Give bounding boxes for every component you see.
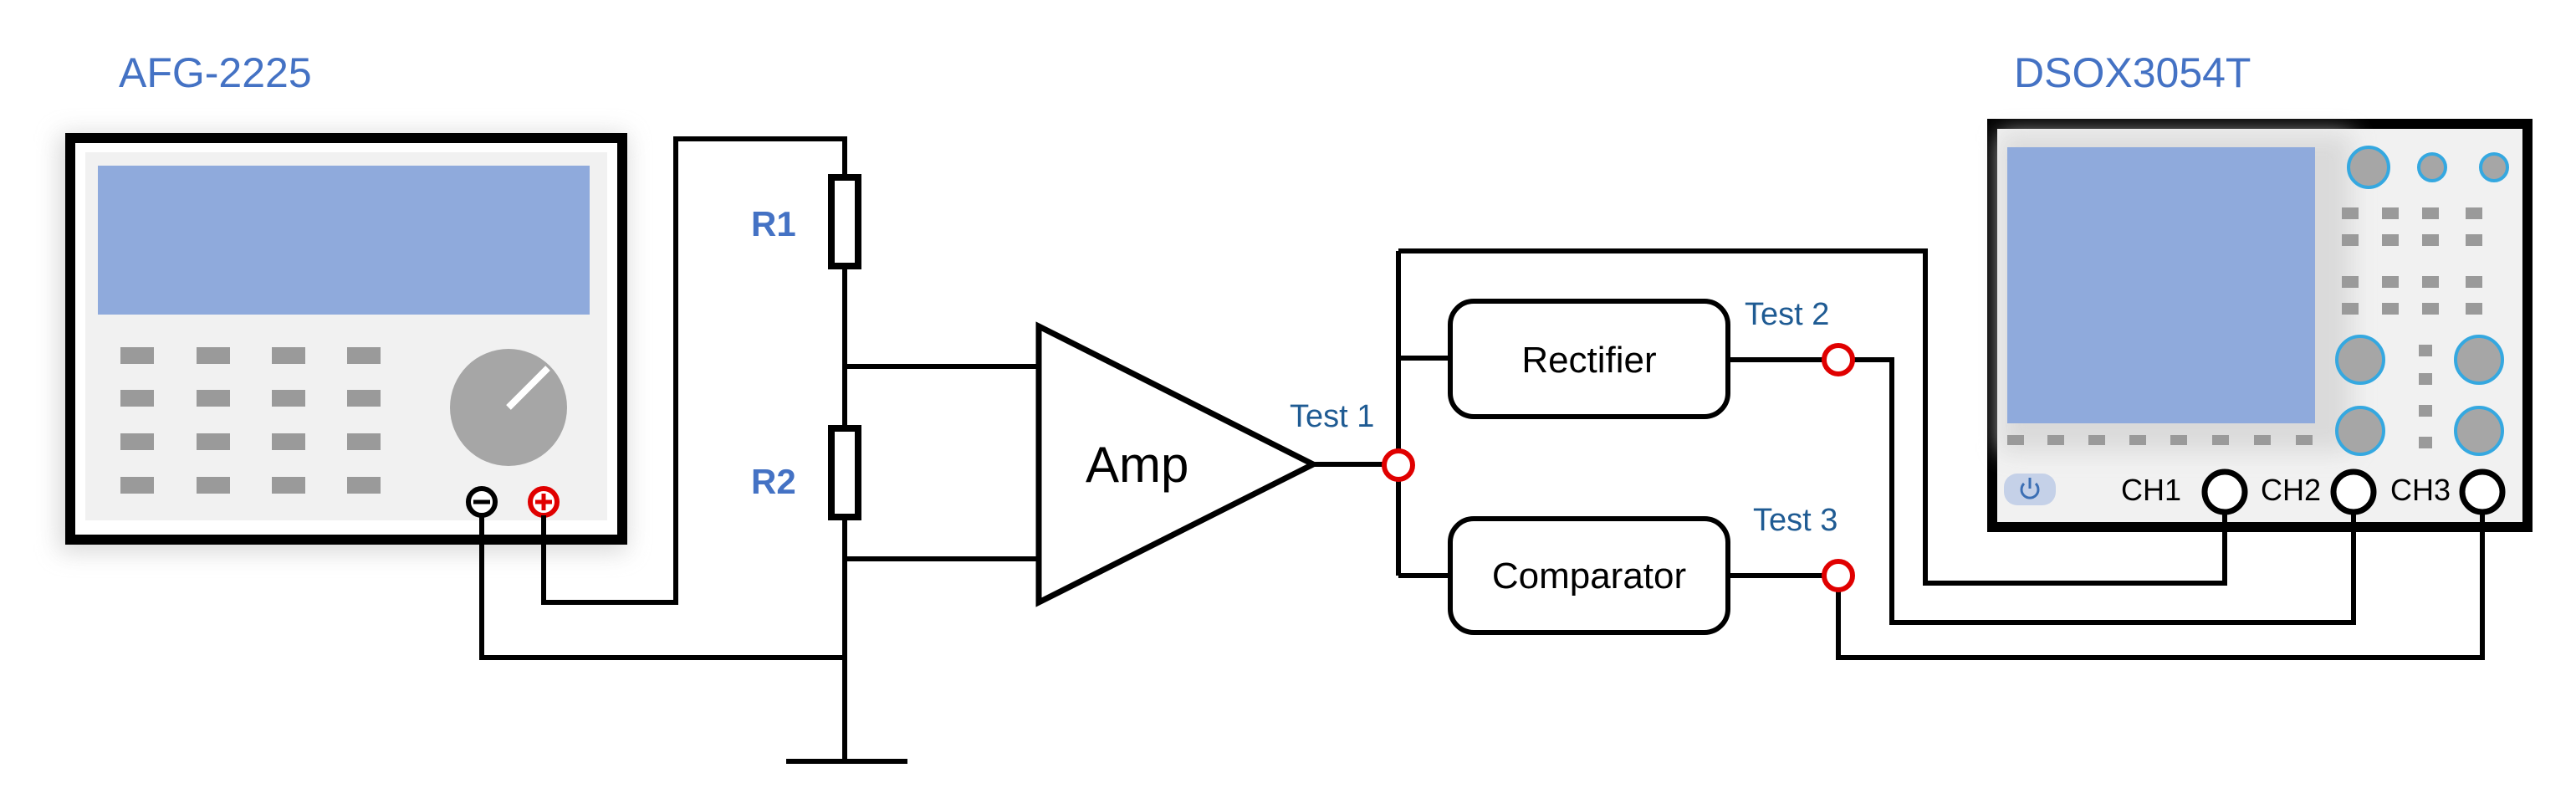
channel-label-ch2: CH2 — [2261, 473, 2321, 507]
minus-terminal-icon — [466, 486, 498, 518]
function-generator — [59, 133, 627, 552]
resistor-r1-label: R1 — [751, 204, 796, 243]
channel-label-ch3: CH3 — [2390, 473, 2451, 507]
ch3-connector — [2459, 469, 2506, 515]
test-point-3-label: Test 3 — [1753, 503, 1837, 538]
ch1-connector — [2201, 469, 2248, 515]
comparator-label: Comparator — [1492, 556, 1686, 597]
test-point-2 — [1822, 343, 1855, 376]
resistor-r1 — [828, 174, 861, 269]
resistor-r2-label: R2 — [751, 462, 796, 501]
channel-label-ch1: CH1 — [2121, 473, 2181, 507]
rectifier-block — [1448, 299, 1730, 419]
comparator-block — [1448, 516, 1730, 635]
oscilloscope: CH1 CH2 CH3 — [1987, 119, 2533, 532]
test-point-1-label: Test 1 — [1290, 399, 1374, 434]
oscilloscope-buttons — [2342, 207, 2482, 448]
generator-knob — [450, 349, 567, 466]
resistor-r2 — [828, 425, 861, 520]
amplifier-label: Amp — [1086, 437, 1188, 493]
generator-screen — [98, 166, 590, 315]
oscilloscope-softkeys — [2007, 435, 2313, 445]
oscilloscope-screen — [2007, 147, 2315, 423]
amplifier — [1035, 321, 1320, 607]
wires — [479, 136, 2485, 761]
rectifier-label: Rectifier — [1521, 340, 1656, 381]
generator-keypad — [120, 347, 381, 494]
power-icon — [2004, 474, 2056, 505]
test-point-1 — [1382, 448, 1415, 482]
oscilloscope-title: DSOX3054T — [2014, 49, 2251, 96]
generator-title: AFG-2225 — [119, 49, 312, 96]
test-point-3 — [1822, 559, 1855, 592]
test-point-2-label: Test 2 — [1745, 297, 1829, 332]
ch2-connector — [2330, 469, 2377, 515]
plus-terminal-icon — [528, 486, 560, 518]
